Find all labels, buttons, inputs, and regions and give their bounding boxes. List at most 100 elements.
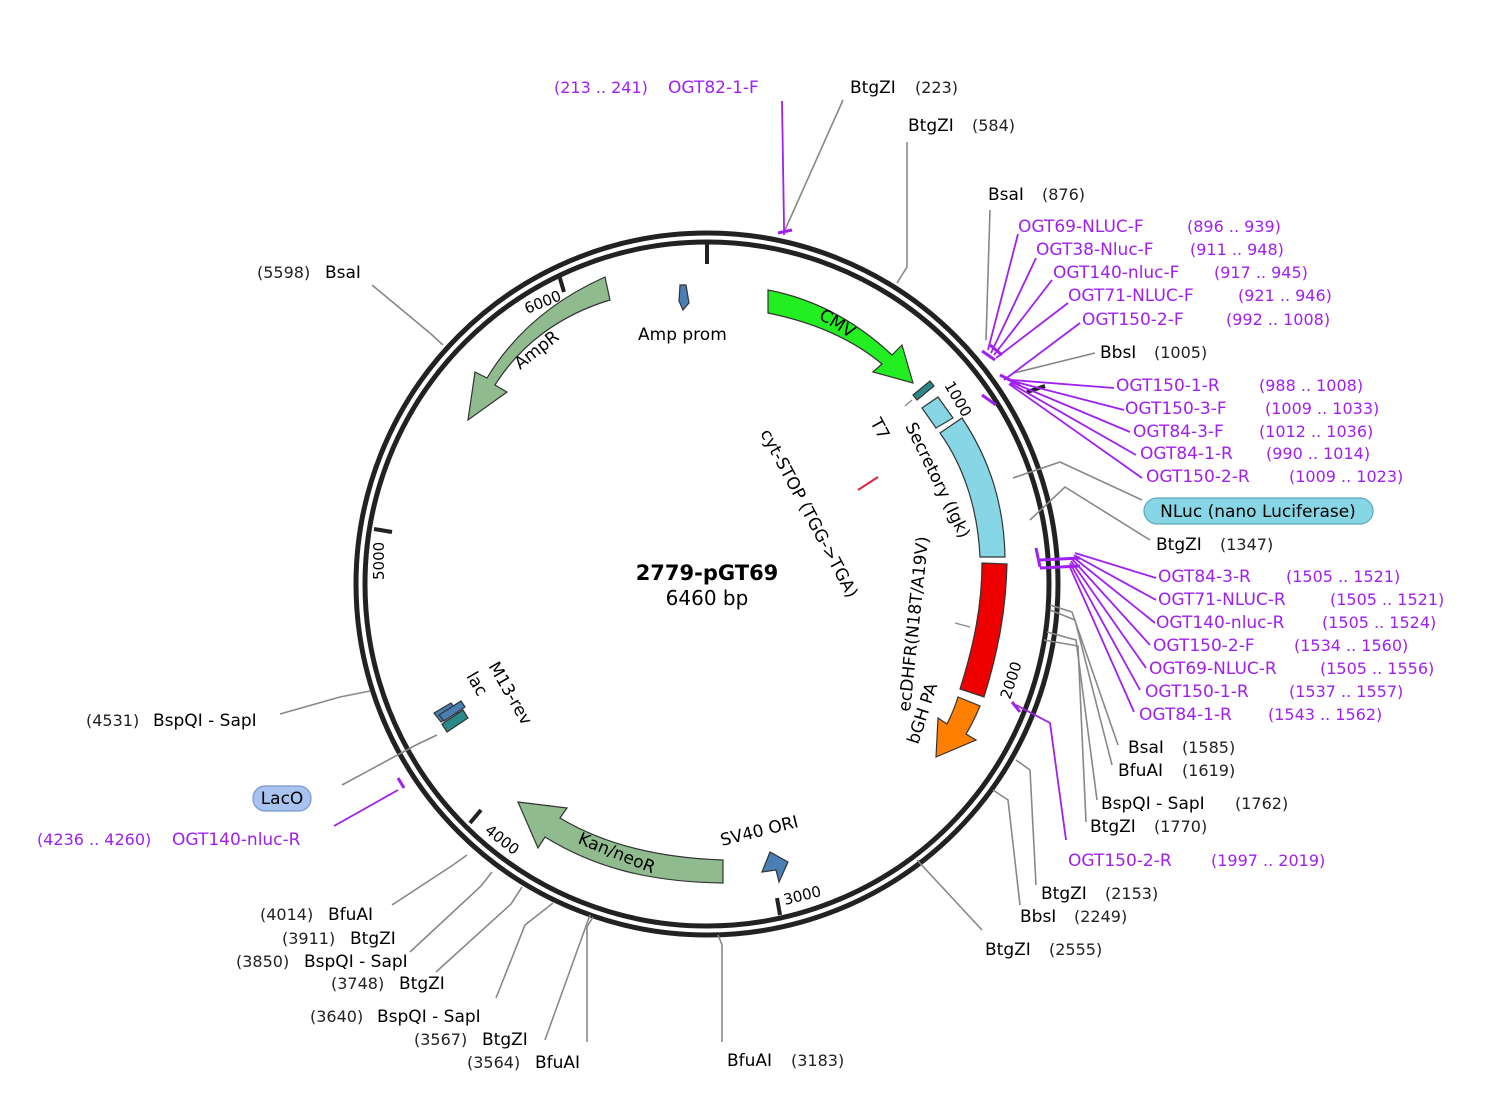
site-bspqi-sapi-4531[interactable]: (4531)BspQI - SapI xyxy=(86,711,257,731)
tick-label-3000: 3000 xyxy=(782,882,823,909)
primer-ogt150-1-r[interactable]: OGT150-1-R(988 .. 1008) xyxy=(1116,376,1363,396)
svg-text:(3183): (3183) xyxy=(791,1051,844,1070)
site-bsai-876[interactable]: BsaI(876) xyxy=(988,185,1085,205)
feature-lac-2[interactable] xyxy=(438,700,466,722)
site-bsai-5598[interactable]: (5598)BsaI xyxy=(257,263,361,283)
svg-text:BtgZI: BtgZI xyxy=(985,940,1031,960)
feature-ecdhfr[interactable] xyxy=(959,562,1008,698)
feature-amp-prom[interactable] xyxy=(678,284,690,312)
svg-text:(1009 .. 1033): (1009 .. 1033) xyxy=(1265,399,1379,418)
site-bfuai-4014[interactable]: (4014)BfuAI xyxy=(260,905,373,925)
svg-text:OGT38-Nluc-F: OGT38-Nluc-F xyxy=(1036,240,1154,260)
feature-lac[interactable] xyxy=(441,709,469,733)
svg-text:(896 .. 939): (896 .. 939) xyxy=(1187,217,1281,236)
svg-text:(992 .. 1008): (992 .. 1008) xyxy=(1226,310,1330,329)
site-bfuai-3564[interactable]: (3564) BfuAI xyxy=(467,1053,580,1073)
svg-text:OGT84-1-R: OGT84-1-R xyxy=(1139,705,1232,725)
site-bsai-1585[interactable]: BsaI (1585) xyxy=(1128,738,1235,758)
svg-text:BtgZI: BtgZI xyxy=(350,929,396,949)
svg-text:BspQI - SapI: BspQI - SapI xyxy=(304,952,408,972)
primer-ogt38-nluc-f[interactable]: OGT38-Nluc-F(911 .. 948) xyxy=(1036,240,1284,260)
primer-ogt84-1-r[interactable]: OGT84-1-R(990 .. 1014) xyxy=(1140,444,1370,464)
feature-t7[interactable] xyxy=(912,380,935,401)
site-bfuai-1619[interactable]: BfuAI(1619) xyxy=(1118,761,1235,781)
site-btgzi-1770[interactable]: BtgZI(1770) xyxy=(1090,817,1207,837)
svg-text:OGT82-1-F: OGT82-1-F xyxy=(668,78,759,98)
svg-text:(2249): (2249) xyxy=(1074,907,1127,926)
site-bspqi-sapi-3850[interactable]: (3850)BspQI - SapI xyxy=(236,952,408,972)
svg-text:(921 .. 946): (921 .. 946) xyxy=(1238,286,1332,305)
primer-ogt150-2-f-b[interactable]: OGT150-2-F(1534 .. 1560) xyxy=(1153,636,1408,656)
primer-ogt150-2-r[interactable]: OGT150-2-R(1009 .. 1023) xyxy=(1146,467,1403,487)
primer-ogt140-nluc-r[interactable]: OGT140-nluc-R(1505 .. 1524) xyxy=(1156,613,1436,633)
feature-amp-prom-label: Amp prom xyxy=(638,325,727,345)
site-btgzi-3567[interactable]: (3567)BtgZI xyxy=(414,1030,528,1050)
svg-text:(990 .. 1014): (990 .. 1014) xyxy=(1266,444,1370,463)
svg-text:OGT84-3-F: OGT84-3-F xyxy=(1133,422,1224,442)
svg-text:BbsI: BbsI xyxy=(1100,343,1136,363)
primer-ogt150-1-r-b[interactable]: OGT150-1-R(1537 .. 1557) xyxy=(1145,682,1403,702)
svg-text:OGT140-nluc-R: OGT140-nluc-R xyxy=(172,830,301,850)
svg-text:(213 .. 241): (213 .. 241) xyxy=(554,78,648,97)
badge-nluc-label: NLuc (nano Luciferase) xyxy=(1160,502,1356,522)
primer-ogt150-2-r-b[interactable]: OGT150-2-R(1997 .. 2019) xyxy=(1068,851,1325,871)
badge-laco-label: LacO xyxy=(261,789,304,809)
site-btgzi-3748[interactable]: (3748)BtgZI xyxy=(331,974,445,994)
site-btgzi-223[interactable]: BtgZI(223) xyxy=(850,78,958,98)
site-bspqi-sapi-3640[interactable]: (3640)BspQI - SapI xyxy=(310,1007,481,1027)
svg-text:OGT71-NLUC-R: OGT71-NLUC-R xyxy=(1158,590,1286,610)
site-bspqi-sapi-1762[interactable]: BspQI - SapI(1762) xyxy=(1101,794,1288,814)
feature-cyt-stop[interactable] xyxy=(857,476,879,491)
badge-nluc[interactable]: NLuc (nano Luciferase) xyxy=(1143,497,1374,525)
svg-text:(1585): (1585) xyxy=(1182,738,1235,757)
svg-text:(3911): (3911) xyxy=(282,929,335,948)
primer-ogt150-2-f[interactable]: OGT150-2-F(992 .. 1008) xyxy=(1082,310,1330,330)
plasmid-name: 2779-pGT69 xyxy=(636,561,779,585)
site-btgzi-3911[interactable]: (3911) BtgZI xyxy=(282,929,396,949)
svg-text:BfuAI: BfuAI xyxy=(535,1053,580,1073)
svg-text:(1347): (1347) xyxy=(1220,535,1273,554)
plasmid-size: 6460 bp xyxy=(666,586,749,610)
badge-laco[interactable]: LacO xyxy=(252,785,312,812)
feature-nluc[interactable] xyxy=(939,417,1006,558)
site-btgzi-584[interactable]: BtgZI(584) xyxy=(908,116,1015,136)
site-btgzi-2153[interactable]: BtgZI(2153) xyxy=(1041,884,1158,904)
feature-secretory-igk[interactable] xyxy=(921,396,954,429)
svg-text:(1505 .. 1521): (1505 .. 1521) xyxy=(1286,567,1400,586)
primer-ogt84-1-r-b[interactable]: OGT84-1-R (1543 .. 1562) xyxy=(1139,705,1382,725)
primer-ogt69-nluc-f[interactable]: OGT69-NLUC-F (896 .. 939) xyxy=(1018,217,1281,237)
feature-cmv[interactable] xyxy=(767,289,914,384)
svg-text:OGT150-2-R: OGT150-2-R xyxy=(1068,851,1172,871)
primer-ogt150-3-f[interactable]: OGT150-3-F(1009 .. 1033) xyxy=(1125,399,1379,419)
site-bbsi-1005[interactable]: BbsI(1005) xyxy=(1100,343,1207,363)
svg-text:BtgZI: BtgZI xyxy=(399,974,445,994)
primer-ogt84-3-f[interactable]: OGT84-3-F(1012 .. 1036) xyxy=(1133,422,1373,442)
primer-ogt140-nluc-f[interactable]: OGT140-nluc-F (917 .. 945) xyxy=(1053,263,1308,283)
svg-text:BsaI: BsaI xyxy=(1128,738,1164,758)
svg-text:(4531): (4531) xyxy=(86,711,139,730)
site-btgzi-1347[interactable]: BtgZI(1347) xyxy=(1156,535,1273,555)
feature-bgh-pa[interactable] xyxy=(935,696,981,758)
site-bbsi-2249[interactable]: BbsI(2249) xyxy=(1020,907,1127,927)
feature-sv40-ori-label: SV40 ORI xyxy=(718,812,800,851)
svg-text:BtgZI: BtgZI xyxy=(850,78,896,98)
feature-ampr[interactable] xyxy=(467,276,611,422)
primer-ogt140-nluc-r-b[interactable]: (4236 .. 4260)OGT140-nluc-R xyxy=(37,830,301,850)
svg-text:BtgZI: BtgZI xyxy=(482,1030,528,1050)
primer-ogt71-nluc-f[interactable]: OGT71-NLUC-F(921 .. 946) xyxy=(1068,286,1332,306)
primer-ogt82-1-f[interactable]: (213 .. 241) OGT82-1-F xyxy=(554,78,759,98)
feature-sv40-ori[interactable] xyxy=(761,851,789,884)
primer-ogt69-nluc-r[interactable]: OGT69-NLUC-R(1505 .. 1556) xyxy=(1149,659,1434,679)
svg-text:(1543 .. 1562): (1543 .. 1562) xyxy=(1268,705,1382,724)
site-btgzi-2555[interactable]: BtgZI(2555) xyxy=(985,940,1102,960)
svg-text:(917 .. 945): (917 .. 945) xyxy=(1214,263,1308,282)
tick-label-4000: 4000 xyxy=(482,821,523,859)
svg-text:(3564): (3564) xyxy=(467,1053,520,1072)
feature-t7-leader xyxy=(904,399,913,407)
site-bfuai-3183[interactable]: BfuAI(3183) xyxy=(727,1051,844,1071)
svg-text:OGT140-nluc-F: OGT140-nluc-F xyxy=(1053,263,1179,283)
primer-ogt71-nluc-r[interactable]: OGT71-NLUC-R(1505 .. 1521) xyxy=(1158,590,1444,610)
primer-ogt84-3-r[interactable]: OGT84-3-R(1505 .. 1521) xyxy=(1158,567,1400,587)
svg-text:OGT69-NLUC-F: OGT69-NLUC-F xyxy=(1018,217,1144,237)
feature-kan-neor[interactable] xyxy=(517,801,724,884)
